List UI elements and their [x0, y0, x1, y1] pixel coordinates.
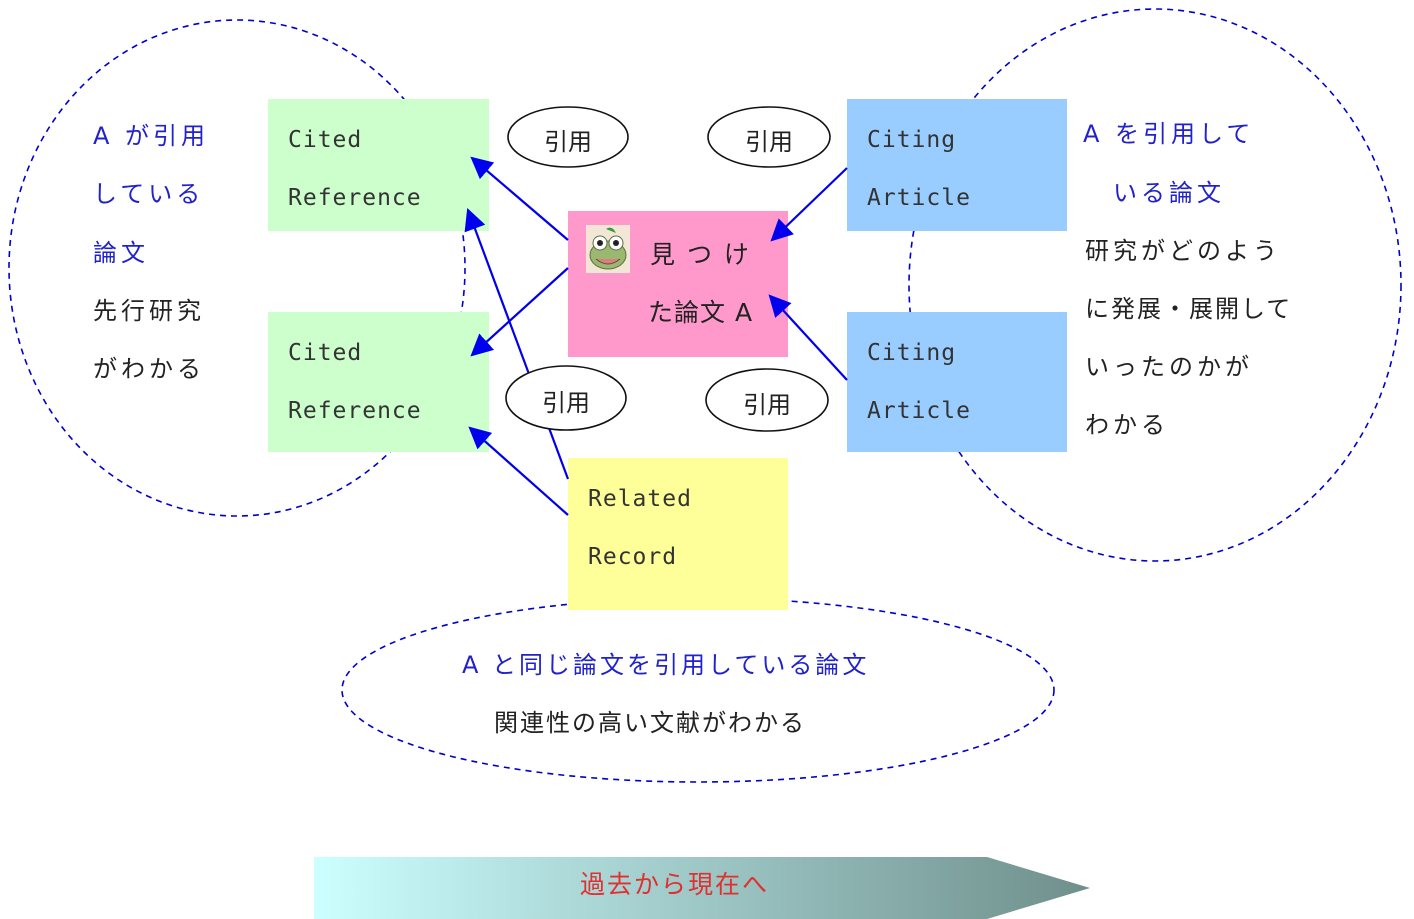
bottom-note-line1: A と同じ論文を引用している論文 [462, 651, 870, 679]
right-note-line4: に発展・展開して [1085, 295, 1293, 323]
right-note-line2: いる論文 [1113, 179, 1225, 207]
cited-reference-top: Cited Reference [268, 99, 489, 231]
relation-oval-bottom-right [705, 368, 829, 432]
cited-reference-bottom: Cited Reference [268, 312, 489, 452]
arrow-related-to-cited-top [464, 207, 570, 480]
found-paper-line2: た論文 A [648, 298, 754, 327]
cited-reference-top-line2: Reference [288, 185, 422, 211]
cited-reference-top-line1: Cited [288, 127, 363, 153]
citing-article-top-line2: Article [867, 185, 971, 211]
cited-reference-bottom-line1: Cited [288, 340, 363, 366]
relation-oval-top-left [507, 106, 629, 168]
relation-label-top-right: 引用 [745, 128, 793, 156]
citing-article-top-line1: Citing [867, 127, 957, 153]
related-record-line2: Record [588, 544, 678, 570]
right-note-line6: わかる [1085, 411, 1169, 439]
found-paper-line1: 見 つ け [650, 240, 751, 269]
left-note-line3: 論文 [93, 239, 149, 267]
left-note-line5: がわかる [93, 355, 205, 383]
arrow-related-to-cited-bottom [468, 426, 569, 516]
frog-mascot-icon [586, 225, 630, 273]
arrow-citing-bottom-to-found [768, 294, 848, 381]
citing-article-top: Citing Article [847, 99, 1067, 231]
right-note-line3: 研究がどのよう [1085, 237, 1281, 265]
citing-article-bottom-line2: Article [867, 398, 971, 424]
related-record-box: Related Record [568, 458, 788, 610]
left-note-line2: している [93, 180, 205, 208]
left-note-line1: A が引用 [93, 122, 210, 150]
relation-label-bottom-right: 引用 [743, 391, 791, 419]
relation-oval-bottom-left [505, 365, 627, 431]
right-group-outline [908, 8, 1402, 562]
relation-oval-top-right [707, 106, 831, 168]
arrow-citing-top-to-found [770, 167, 848, 242]
left-group-outline [8, 19, 466, 517]
relation-label-bottom-left: 引用 [542, 389, 590, 417]
arrow-found-to-cited-top [470, 156, 569, 241]
left-note-line4: 先行研究 [93, 297, 205, 325]
related-record-line1: Related [588, 486, 692, 512]
timeline-label: 過去から現在へ [580, 870, 770, 899]
found-paper-box: 見 つ け た論文 A [568, 211, 788, 357]
citing-article-bottom-line1: Citing [867, 340, 957, 366]
bottom-note-line2: 関連性の高い文献がわかる [494, 709, 806, 737]
arrow-found-to-cited-bottom [470, 267, 569, 357]
cited-reference-bottom-line2: Reference [288, 398, 422, 424]
right-note-line1: A を引用して [1083, 120, 1255, 148]
right-note-line5: いったのかが [1085, 353, 1253, 381]
citing-article-bottom: Citing Article [847, 312, 1067, 452]
timeline-arrow-shape [314, 857, 1090, 919]
relation-label-top-left: 引用 [544, 128, 592, 156]
